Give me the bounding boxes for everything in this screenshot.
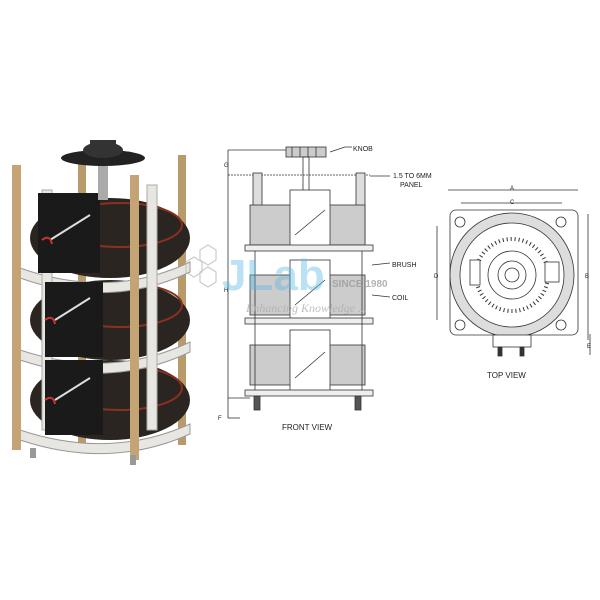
watermark-tagline: Enhancing Knowledge ... — [245, 301, 367, 315]
hexagon-logo-icon — [185, 244, 217, 288]
front-view-drawing — [227, 146, 391, 419]
section-1 — [244, 189, 374, 252]
dim-f: F — [218, 416, 222, 422]
watermark: JLab SINCE 1980 Enhancing Knowledge ... — [185, 244, 388, 315]
dim-e: E — [587, 344, 591, 350]
dim-b: B — [585, 274, 589, 280]
panel-callout: 1.5 TO 6MM — [393, 173, 432, 180]
dim-c: C — [510, 200, 515, 206]
coil-callout: COIL — [392, 295, 408, 302]
watermark-since: SINCE 1980 — [332, 279, 388, 290]
brush-callout: BRUSH — [392, 262, 417, 269]
top-view-labels: A C D B E TOP VIEW — [434, 186, 591, 380]
dim-d: D — [434, 274, 439, 280]
knob-callout: KNOB — [353, 146, 373, 153]
dim-a: A — [510, 186, 514, 192]
dim-h: H — [224, 288, 228, 294]
dim-g: G — [224, 163, 229, 169]
front-view-labels: KNOB 1.5 TO 6MM PANEL BRUSH COIL G H F F… — [218, 146, 432, 432]
top-view-drawing — [436, 189, 591, 357]
variac-photo — [12, 140, 191, 465]
watermark-logo: JLab — [222, 251, 325, 300]
section-3 — [244, 329, 374, 397]
section-2 — [244, 259, 374, 325]
panel-callout-2: PANEL — [400, 182, 423, 189]
top-view-title: TOP VIEW — [487, 371, 526, 380]
front-view-title: FRONT VIEW — [282, 423, 333, 432]
